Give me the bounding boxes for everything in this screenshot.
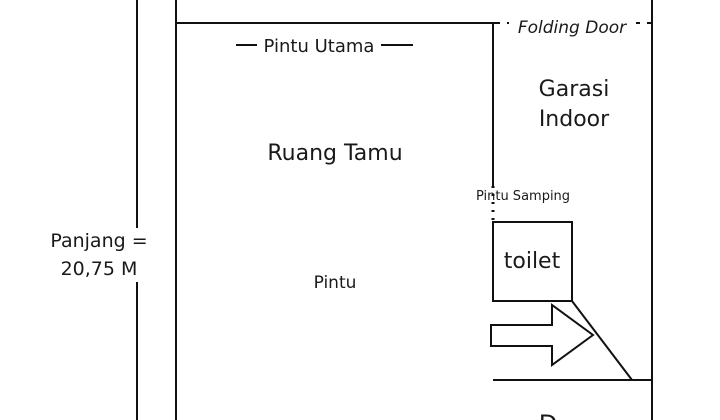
length-dimension-line1: Panjang = <box>50 230 147 252</box>
folding-door-label-bg <box>509 13 636 35</box>
garage-label-line1: Garasi <box>539 77 610 102</box>
partial-room-label: D <box>539 410 557 420</box>
folding-door-label: Folding Door <box>518 18 627 38</box>
toilet-label: toilet <box>504 249 561 274</box>
toilet-room <box>492 221 573 302</box>
living-room-label: Ruang Tamu <box>267 141 402 166</box>
garage-label-line2: Indoor <box>539 107 610 132</box>
side-door-label: Pintu Samping <box>476 189 570 204</box>
direction-arrow-icon <box>490 303 595 367</box>
stair-diagonal-line <box>571 300 633 381</box>
length-dimension-line2: 20,75 M <box>61 258 138 280</box>
main-door-label: Pintu Utama <box>264 36 375 57</box>
inner-door-label: Pintu <box>314 273 357 293</box>
